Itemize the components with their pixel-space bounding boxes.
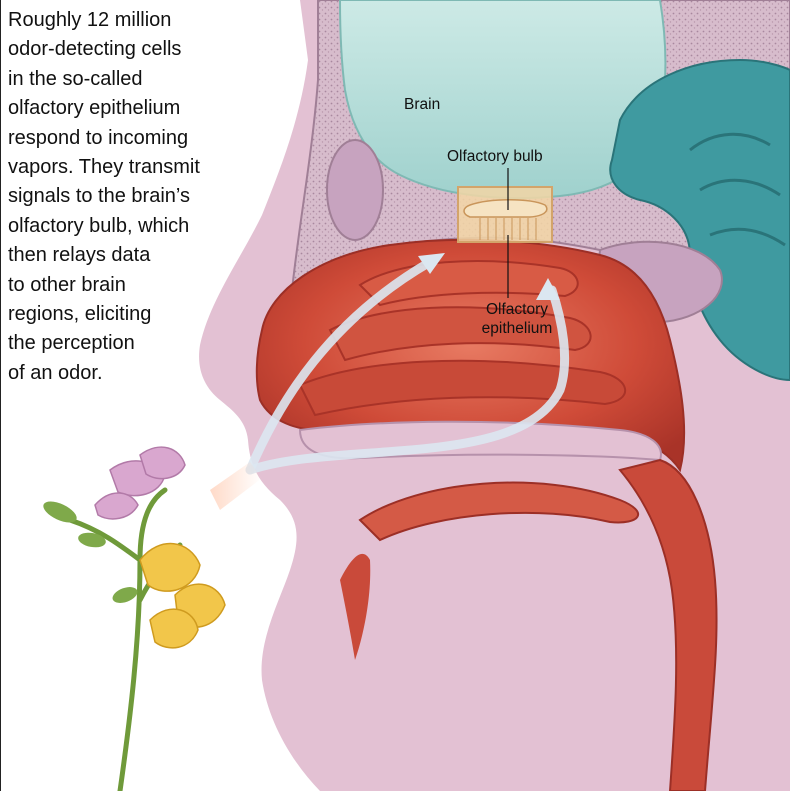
- caption-line: of an odor.: [8, 359, 308, 388]
- caption-line: respond to incoming: [8, 124, 308, 153]
- caption-line: to other brain: [8, 271, 308, 300]
- olfactory-epithelium-label-line2: epithelium: [462, 319, 572, 338]
- caption-line: signals to the brain’s: [8, 182, 308, 211]
- caption-line: vapors. They transmit: [8, 153, 308, 182]
- frame-border: [0, 0, 1, 791]
- caption-line: olfactory bulb, which: [8, 212, 308, 241]
- olfactory-bulb-label: Olfactory bulb: [447, 147, 543, 166]
- caption-line: regions, eliciting: [8, 300, 308, 329]
- olfactory-bulb-shape: [464, 200, 547, 217]
- olfactory-epithelium-label: Olfactory epithelium: [462, 300, 572, 338]
- brain-label: Brain: [404, 95, 440, 114]
- odor-beam: [210, 462, 262, 510]
- caption-line: Roughly 12 million: [8, 6, 308, 35]
- pink-blossoms: [95, 447, 185, 519]
- yellow-blossoms: [140, 544, 225, 648]
- caption-line: in the so-called: [8, 65, 308, 94]
- frontal-sinus: [327, 140, 383, 240]
- caption-line: then relays data: [8, 241, 308, 270]
- caption-line: olfactory epithelium: [8, 94, 308, 123]
- caption-text: Roughly 12 million odor-detecting cells …: [8, 6, 308, 388]
- olfactory-epithelium-label-line1: Olfactory: [462, 300, 572, 319]
- caption-line: the perception: [8, 329, 308, 358]
- caption-line: odor-detecting cells: [8, 35, 308, 64]
